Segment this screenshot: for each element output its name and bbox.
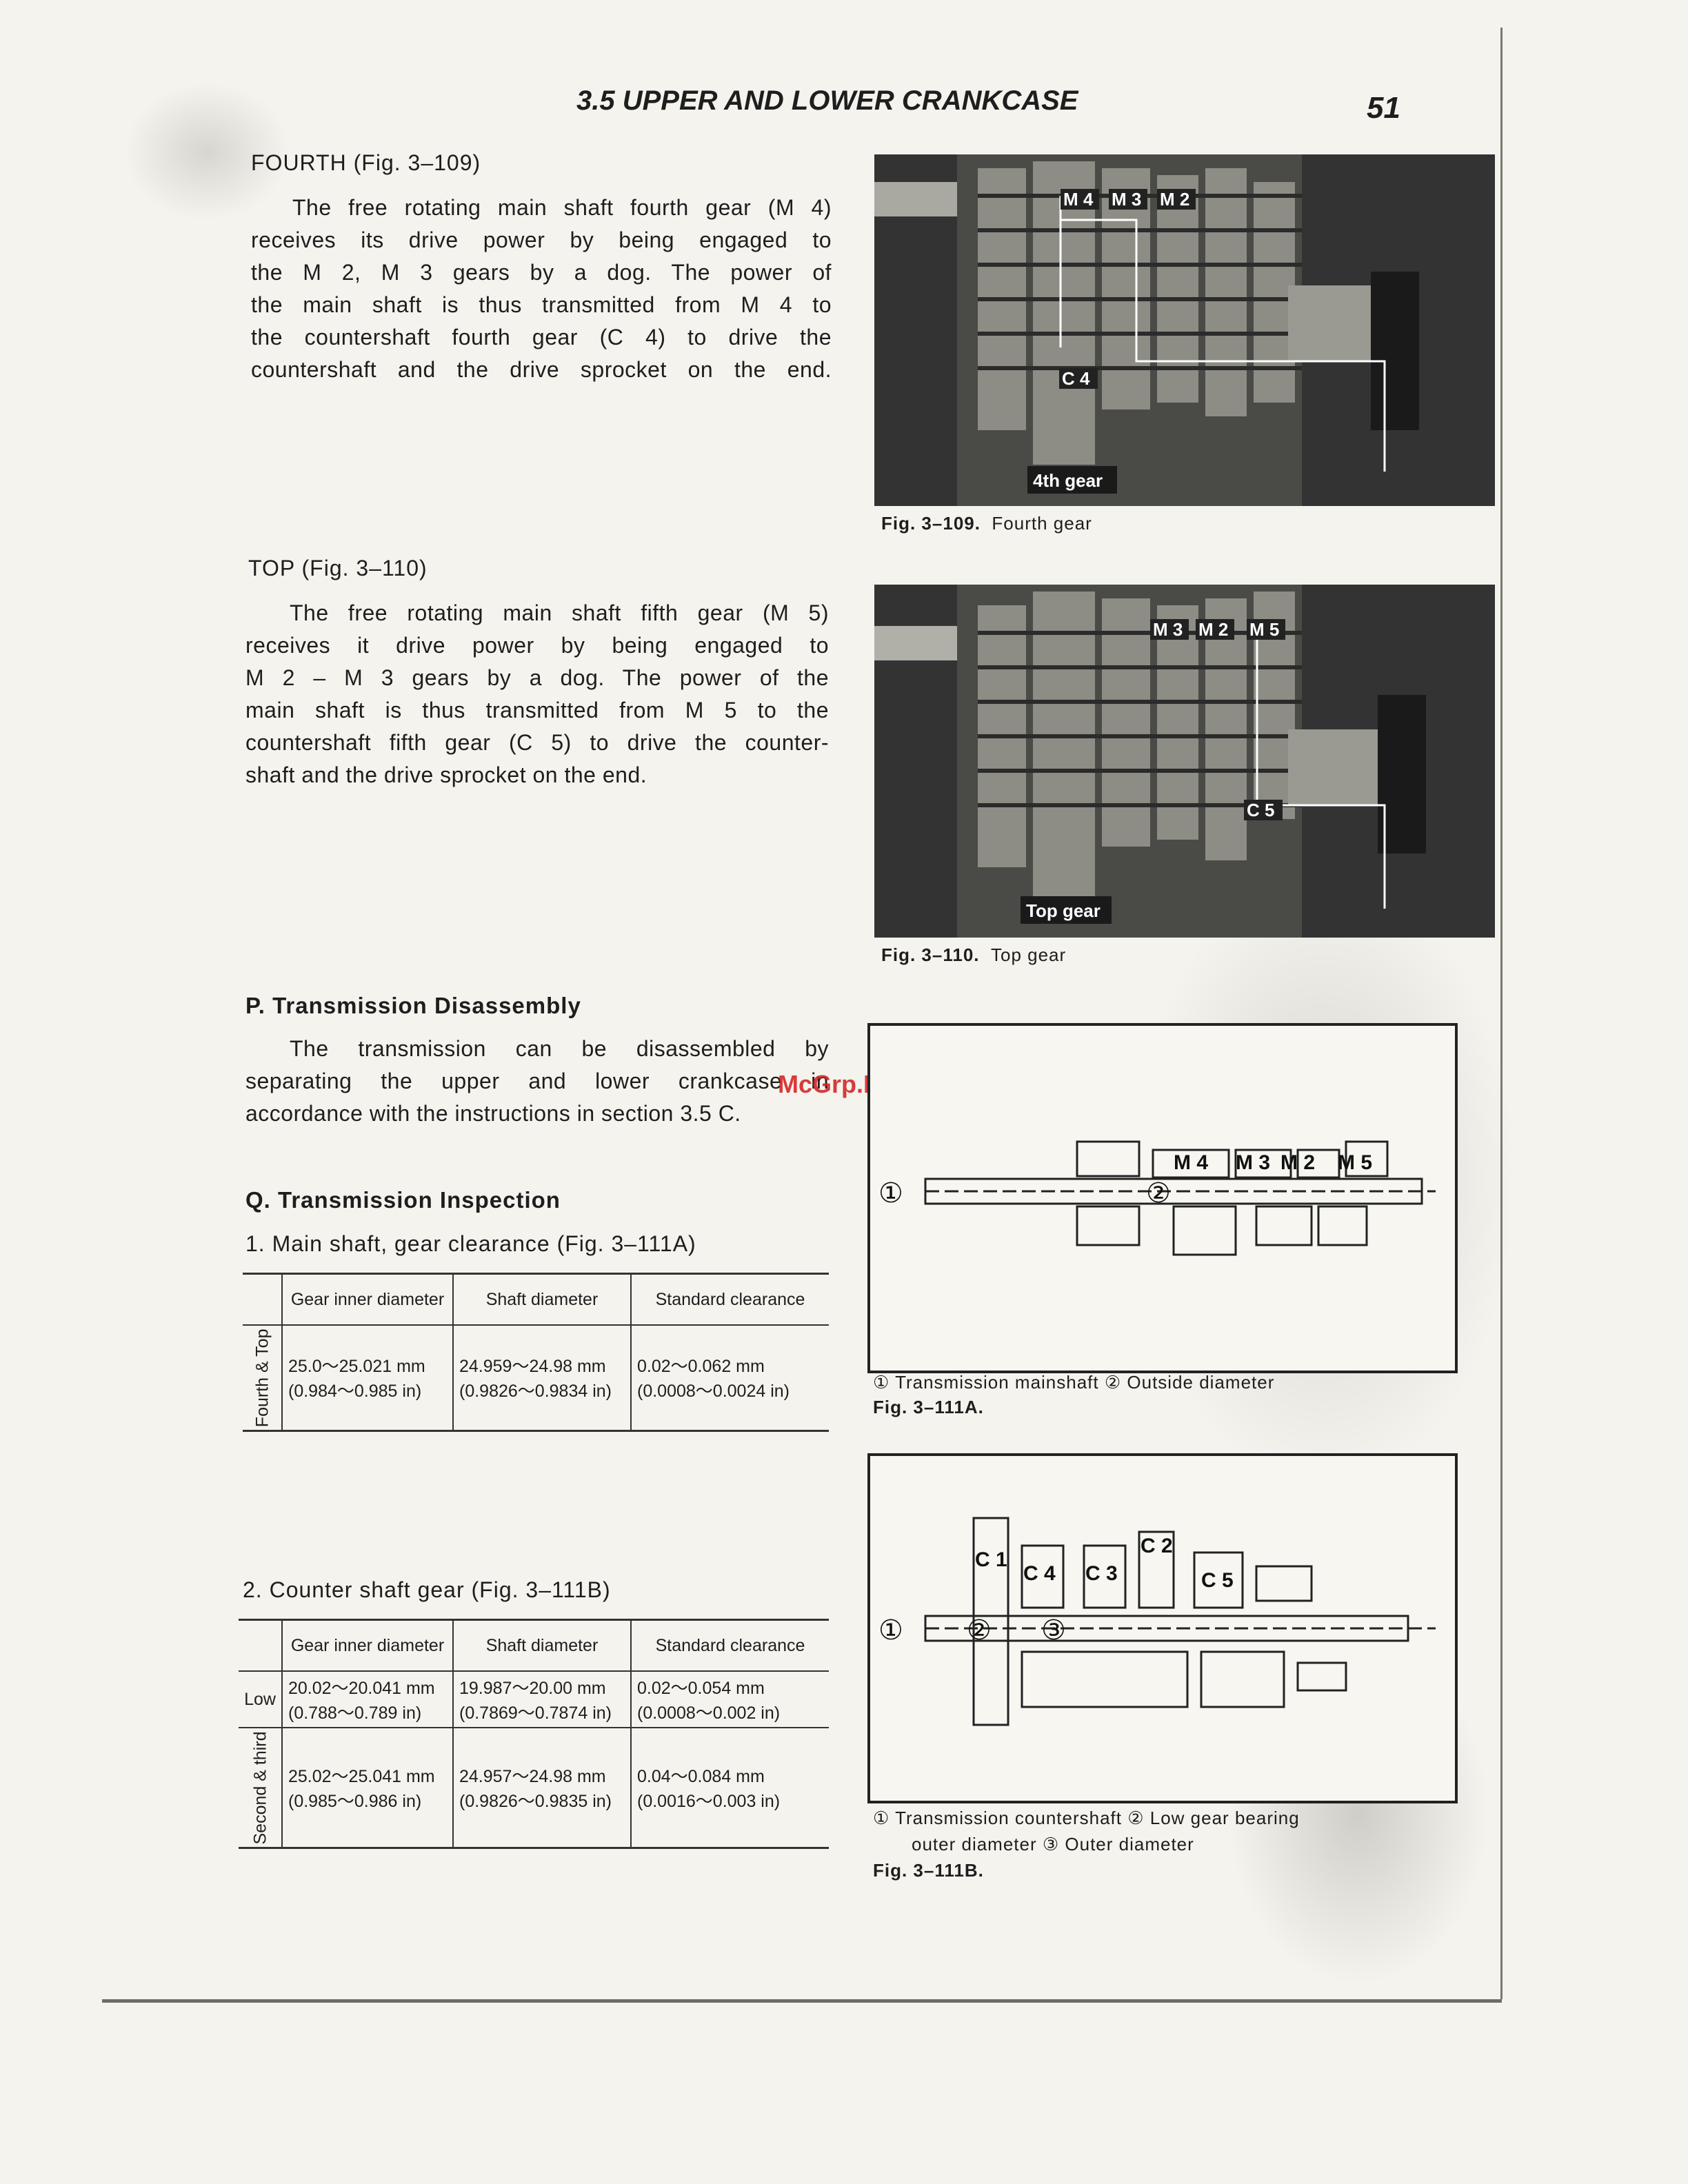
fourth-heading: FOURTH (Fig. 3–109) [251, 150, 481, 175]
fig-110-photo: M 3 M 2 M 5 C 5 Top gear [874, 585, 1495, 938]
fig-110-caption-number: Fig. 3–110. [881, 944, 980, 965]
fig-111b-caption: Fig. 3–111B. [873, 1860, 984, 1881]
fig-111b-callout-2: ② [967, 1615, 992, 1646]
fourth-line: the main shaft is thus transmitted from … [251, 292, 832, 317]
table1-header: Shaft diameter [453, 1273, 632, 1326]
fig-111a-callout-2: ② [1146, 1177, 1171, 1209]
section-p-heading: P. Transmission Disassembly [245, 993, 581, 1018]
fig-109-caption-number: Fig. 3–109. [881, 513, 981, 534]
fig-111b-diagram: C 1 C 4 C 3 C 2 C 5 ① ② ③ [867, 1453, 1458, 1803]
fig-111a-caption: Fig. 3–111A. [873, 1397, 984, 1417]
fourth-line: The free rotating main shaft fourth gear… [292, 195, 832, 220]
fig-110-caption-text: Top gear [990, 944, 1067, 965]
fig-110-label-c5: C 5 [1247, 800, 1274, 820]
fourth-line: the M 2, M 3 gears by a dog. The power o… [251, 260, 832, 285]
table2-cell: 0.04～0.084 mm(0.0016～0.003 in) [631, 1728, 829, 1849]
table1-header: Standard clearance [631, 1273, 829, 1326]
countershaft-diagram: C 1 C 4 C 3 C 2 C 5 ① ② ③ [878, 1517, 1436, 1726]
page-edge-line [1500, 28, 1503, 1999]
fig-111b-callout-3: ③ [1041, 1615, 1066, 1646]
fig-111a-callout-1: ① [878, 1177, 903, 1209]
top-heading: TOP (Fig. 3–110) [248, 556, 428, 580]
fourth-line: receives its drive power by being engage… [251, 228, 832, 252]
section-q-item-2: 2. Counter shaft gear (Fig. 3–111B) [243, 1577, 611, 1602]
mainshaft-diagram: M 4 M 3 M 2 M 5 ① ② [878, 1140, 1436, 1256]
fig-111a-label-m4: M 4 [1174, 1151, 1208, 1174]
top-line: receives it drive power by being engaged… [245, 633, 829, 658]
gearbox-photo-illustration: M 3 M 2 M 5 C 5 Top gear [874, 585, 1495, 938]
fig-111a-label-m5: M 5 [1338, 1151, 1372, 1174]
top-line: countershaft fifth gear (C 5) to drive t… [245, 730, 829, 755]
fig-111a-label-m2: M 2 [1280, 1151, 1315, 1174]
fig-111a-legend: ① Transmission mainshaft ② Outside diame… [873, 1372, 1275, 1393]
section-p-line: separating the upper and lower crankcase… [245, 1069, 829, 1093]
fig-111b-label-c4: C 4 [1023, 1562, 1056, 1585]
table2-cell: 20.02～20.041 mm(0.788～0.789 in) [282, 1671, 454, 1728]
table2-header: Standard clearance [631, 1619, 829, 1672]
fig-111b-legend-line-2: outer diameter ③ Outer diameter [912, 1834, 1194, 1854]
top-line: M 2 – M 3 gears by a dog. The power of t… [245, 665, 829, 690]
fig-110-label-m2: M 2 [1198, 619, 1228, 640]
fig-111b-label-c3: C 3 [1085, 1562, 1118, 1585]
table2-row-label: Low [239, 1671, 283, 1728]
fig-110-label-m5: M 5 [1249, 619, 1279, 640]
section-q-heading: Q. Transmission Inspection [245, 1187, 561, 1213]
top-paragraph: The free rotating main shaft fifth gear … [245, 597, 829, 791]
table2-cell: 24.957～24.98 mm(0.9826～0.9835 in) [453, 1728, 632, 1849]
table2-cell: 0.02～0.054 mm(0.0008～0.002 in) [631, 1671, 829, 1728]
section-p-line: accordance with the instructions in sect… [245, 1101, 741, 1126]
top-line: shaft and the drive sprocket on the end. [245, 762, 647, 787]
fig-109-photo: M 4 M 3 M 2 C 4 4th gear [874, 154, 1495, 506]
table2-cell: 25.02～25.041 mm(0.985～0.986 in) [282, 1728, 454, 1849]
table2-row-label: Second & third [239, 1728, 282, 1848]
fig-111b-label-c5: C 5 [1201, 1569, 1234, 1592]
fig-111b-label-c2: C 2 [1141, 1535, 1173, 1557]
fig-111b-callout-1: ① [878, 1615, 903, 1646]
fourth-line: the countershaft fourth gear (C 4) to dr… [251, 325, 832, 350]
fig-111b-label-c1: C 1 [975, 1548, 1007, 1571]
top-line: The free rotating main shaft fifth gear … [290, 600, 829, 625]
gearbox-photo-illustration: M 4 M 3 M 2 C 4 4th gear [874, 154, 1495, 506]
fig-109-label-m4: M 4 [1063, 189, 1094, 210]
fig-110-caption: Fig. 3–110. Top gear [881, 944, 1066, 966]
page-number: 51 [1367, 91, 1400, 125]
fig-110-label-m3: M 3 [1153, 619, 1183, 640]
fourth-line: countershaft and the drive sprocket on t… [251, 357, 832, 382]
countershaft-clearance-table: Gear inner diameter Shaft diameter Stand… [239, 1619, 829, 1849]
mainshaft-clearance-table: Gear inner diameter Shaft diameter Stand… [243, 1273, 829, 1432]
page-bottom-edge [102, 1999, 1502, 2003]
scan-smudge [124, 83, 290, 221]
table2-header: Shaft diameter [453, 1619, 632, 1672]
fig-109-label-m2: M 2 [1160, 189, 1189, 210]
table1-cell: 24.959～24.98 mm(0.9826～0.9834 in) [453, 1325, 632, 1432]
table1-cell: 0.02～0.062 mm(0.0008～0.0024 in) [631, 1325, 829, 1432]
table1-cell: 25.0～25.021 mm(0.984～0.985 in) [282, 1325, 454, 1432]
page-header-title: 3.5 UPPER AND LOWER CRANKCASE [576, 85, 1078, 116]
fig-111a-label-m3: M 3 [1236, 1151, 1270, 1174]
table2-header: Gear inner diameter [282, 1619, 454, 1672]
fig-111a-diagram: M 4 M 3 M 2 M 5 ① ② [867, 1023, 1458, 1373]
top-line: main shaft is thus transmitted from M 5 … [245, 698, 829, 722]
section-q-item-1: 1. Main shaft, gear clearance (Fig. 3–11… [245, 1231, 696, 1256]
fig-110-photo-label: Top gear [1026, 900, 1101, 921]
table1-row-label: Fourth & Top [243, 1325, 282, 1431]
fig-109-photo-label: 4th gear [1033, 470, 1103, 491]
fourth-paragraph: The free rotating main shaft fourth gear… [251, 192, 832, 386]
fig-109-caption: Fig. 3–109. Fourth gear [881, 513, 1092, 534]
fig-111b-legend-line-1: ① Transmission countershaft ② Low gear b… [873, 1808, 1300, 1828]
table1-header: Gear inner diameter [282, 1273, 454, 1326]
section-p-line: The transmission can be disassembled by [290, 1036, 829, 1061]
table2-cell: 19.987～20.00 mm(0.7869～0.7874 in) [453, 1671, 632, 1728]
fig-109-caption-text: Fourth gear [992, 513, 1092, 534]
fig-109-label-c4: C 4 [1062, 368, 1090, 389]
fig-109-label-m3: M 3 [1112, 189, 1141, 210]
section-p-paragraph: The transmission can be disassembled by … [245, 1033, 829, 1130]
